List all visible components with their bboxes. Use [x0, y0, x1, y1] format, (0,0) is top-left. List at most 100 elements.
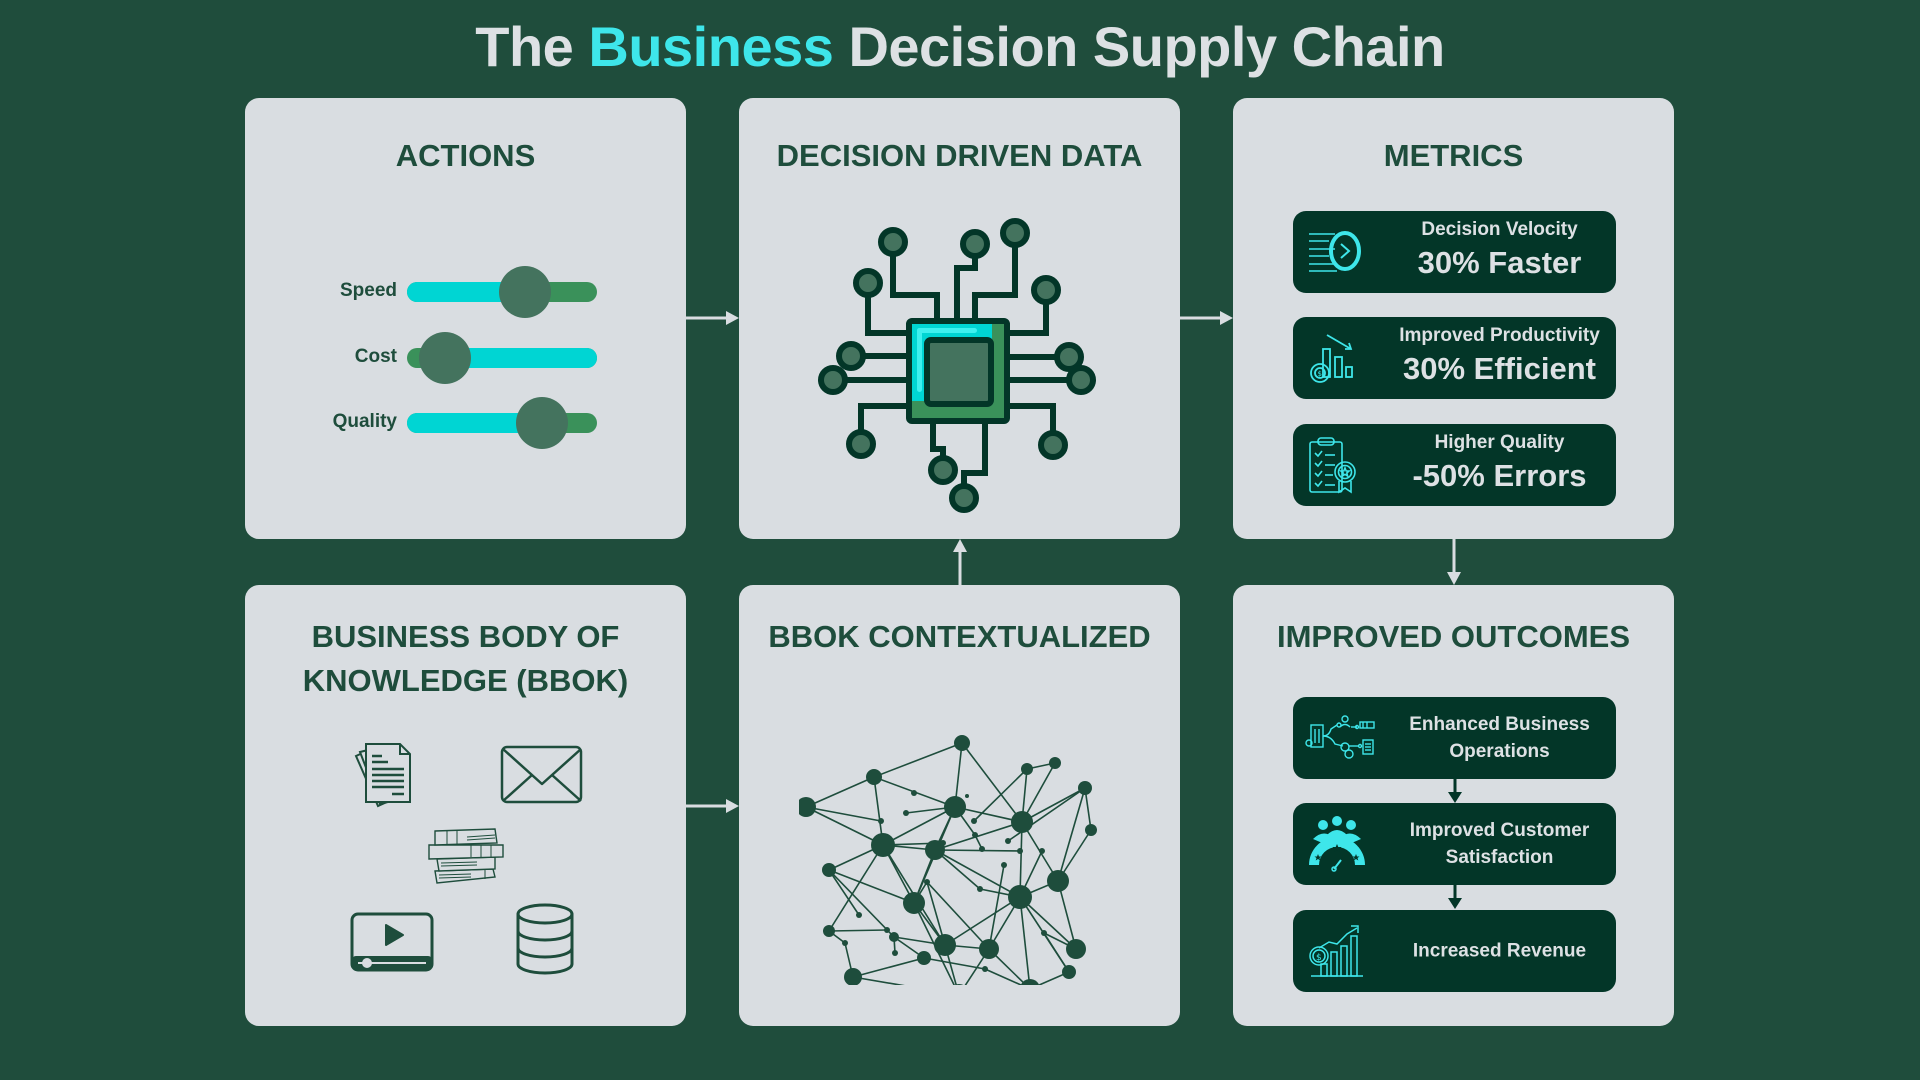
- bbok-title-line2: KNOWLEDGE (BBOK): [302, 663, 629, 698]
- network-node: [982, 966, 988, 972]
- network-node: [1001, 862, 1007, 868]
- bbok-title-line1: BUSINESS BODY OF: [311, 619, 620, 654]
- revenue-growth-icon: $: [1307, 922, 1367, 980]
- outcome-label-line1: Improved Customer: [1409, 820, 1590, 841]
- network-node: [844, 968, 862, 985]
- network-node: [903, 810, 909, 816]
- network-node: [1020, 979, 1040, 985]
- network-edge: [934, 821, 1023, 851]
- outcome-label: Improved Customer Satisfaction: [1383, 817, 1616, 871]
- network-node: [1021, 763, 1033, 775]
- network-node: [1047, 870, 1069, 892]
- metric-value: 30% Efficient: [1403, 351, 1596, 386]
- bbok-contextualized-title: BBOK CONTEXTUALIZED: [768, 619, 1151, 654]
- network-node: [871, 833, 895, 857]
- network-edge: [805, 806, 884, 846]
- outcome-label: Increased Revenue: [1383, 938, 1616, 965]
- network-node: [965, 794, 969, 798]
- title-highlight: Business: [588, 15, 834, 78]
- network-node: [924, 879, 930, 885]
- network-edge: [961, 742, 1023, 823]
- bbok-panel: BUSINESS BODY OF KNOWLEDGE (BBOK): [245, 585, 686, 1026]
- circuit-chip-icon: [809, 208, 1109, 518]
- network-node: [903, 892, 925, 914]
- network-node: [917, 951, 931, 965]
- page-title: The Business Decision Supply Chain: [0, 14, 1920, 79]
- network-node: [1049, 757, 1061, 769]
- network-edge: [984, 968, 1023, 985]
- network-edge: [973, 768, 1028, 822]
- slider-fill: [407, 413, 542, 433]
- network-edge: [988, 864, 1005, 950]
- network-node: [979, 939, 999, 959]
- slider-quality[interactable]: Quality: [245, 395, 686, 451]
- network-edge: [934, 849, 1021, 852]
- network-node: [934, 934, 956, 956]
- video-icon: [350, 912, 434, 972]
- network-node: [1005, 838, 1011, 844]
- speed-clock-icon: [1307, 223, 1367, 281]
- outcome-label: Enhanced Business Operations: [1383, 711, 1616, 765]
- network-edge: [873, 742, 963, 778]
- slider-cost[interactable]: Cost: [245, 330, 686, 386]
- outcome-label-line2: Operations: [1449, 741, 1550, 762]
- network-node: [1041, 930, 1047, 936]
- database-icon: [515, 903, 575, 975]
- network-node: [823, 925, 835, 937]
- metrics-title: METRICS: [1383, 138, 1524, 173]
- network-node: [889, 932, 899, 942]
- network-node: [1078, 781, 1092, 795]
- productivity-chart-icon: $: [1307, 329, 1367, 387]
- network-edge: [954, 806, 1023, 823]
- network-edge: [1057, 787, 1086, 882]
- network-node: [799, 797, 816, 817]
- network-edge: [1057, 880, 1077, 950]
- metric-label: Decision Velocity: [1421, 219, 1578, 240]
- network-edge: [852, 976, 905, 985]
- flow-arrow-actions-to-data-icon: [686, 310, 739, 326]
- network-node: [1017, 848, 1023, 854]
- improved-outcomes-title: IMPROVED OUTCOMES: [1276, 619, 1631, 654]
- network-edge: [934, 849, 1021, 898]
- slider-speed[interactable]: Speed: [245, 264, 686, 320]
- business-operations-icon: [1305, 709, 1377, 767]
- slider-track[interactable]: [407, 413, 597, 433]
- network-node: [856, 912, 862, 918]
- network-node: [1066, 939, 1086, 959]
- network-node: [884, 927, 890, 933]
- network-node: [940, 840, 946, 846]
- actions-title: ACTIONS: [395, 138, 536, 173]
- network-edge: [1019, 896, 1031, 985]
- slider-label: Cost: [354, 346, 397, 367]
- slider-label: Speed: [339, 280, 397, 301]
- flow-arrow-bbok-to-contextualized-icon: [686, 798, 739, 814]
- svg-text:$: $: [1316, 953, 1322, 963]
- slider-knob[interactable]: [498, 266, 551, 318]
- outcome-arrow-down-icon: [1447, 779, 1463, 804]
- network-node: [954, 984, 964, 985]
- network-edge: [852, 957, 925, 978]
- metric-card-decision-velocity: Decision Velocity 30% Faster: [1293, 211, 1616, 293]
- flow-arrow-contextualized-to-data-icon: [952, 539, 968, 585]
- slider-label: Quality: [332, 411, 397, 432]
- outcome-card-increased-revenue: $ Increased Revenue: [1293, 910, 1616, 992]
- network-edge: [828, 869, 915, 904]
- network-edge: [805, 806, 882, 822]
- slider-fill: [445, 348, 597, 368]
- email-icon: [500, 745, 584, 805]
- outcome-card-customer-satisfaction: Improved Customer Satisfaction: [1293, 803, 1616, 885]
- flow-arrow-metrics-to-outcomes-icon: [1446, 539, 1462, 585]
- network-edge: [828, 844, 884, 932]
- network-node: [979, 846, 985, 852]
- network-edge: [1019, 821, 1023, 898]
- slider-knob[interactable]: [419, 332, 471, 384]
- outcome-label-line1: Enhanced Business: [1409, 714, 1590, 735]
- improved-outcomes-panel: IMPROVED OUTCOMES: [1233, 585, 1674, 1026]
- metric-label: Improved Productivity: [1399, 325, 1600, 346]
- network-edge: [926, 881, 990, 950]
- slider-knob[interactable]: [515, 397, 568, 449]
- network-edge: [944, 896, 1021, 946]
- network-edge: [828, 869, 860, 916]
- network-node: [866, 769, 882, 785]
- network-edge: [828, 869, 895, 938]
